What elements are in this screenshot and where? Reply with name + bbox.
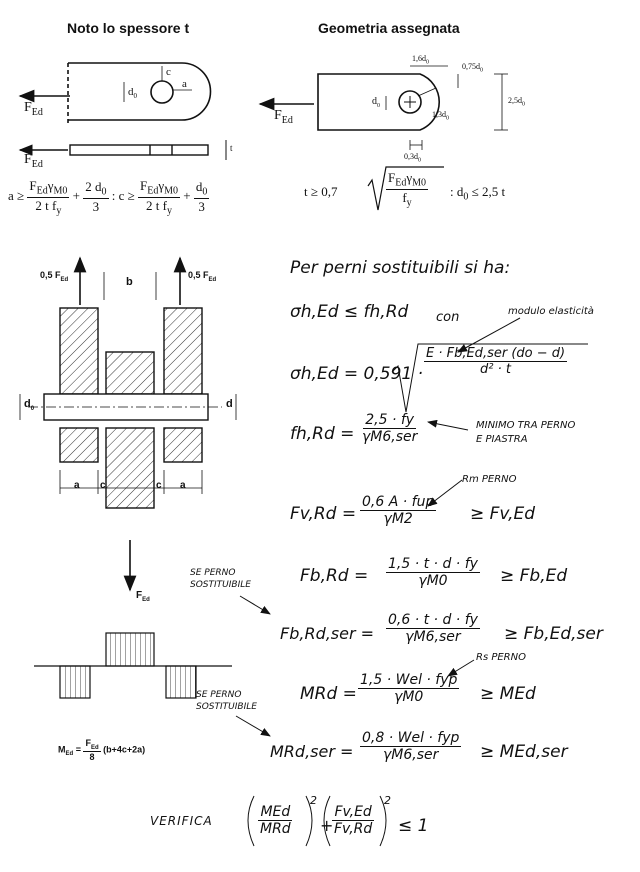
note-eq4-lhs: Fv,Rd = <box>290 504 357 524</box>
note-se-perno-2b: SOSTITUIBILE <box>196 702 257 712</box>
verifica-rhs: ≤ 1 <box>398 816 429 836</box>
sqrt-sign <box>367 166 444 211</box>
pin-d-label: d <box>226 398 233 410</box>
tr-dim-radius: 1,3d0 <box>432 110 449 122</box>
pin-b-label: b <box>126 276 133 288</box>
tr-force-label: FEd <box>274 108 293 126</box>
note-rs-perno: Rs PERNO <box>476 652 526 663</box>
note-eq7-rhs: ≥ MEd <box>480 684 536 704</box>
pin-load-right: 0,5 FEd <box>188 270 217 283</box>
top-left-plate-side <box>18 140 227 160</box>
note-eq2-lhs: σh,Ed = 0,591 · <box>290 364 424 384</box>
tl-force-label-2: FEd <box>24 152 43 170</box>
pin-f-down: FEd <box>136 590 150 603</box>
note-eq7-lhs: MRd = <box>300 684 357 704</box>
note-intro: Per perni sostituibili si ha: <box>290 258 511 278</box>
pin-c-right: c <box>156 480 162 491</box>
note-minimo-2: E PIASTRA <box>476 434 528 445</box>
tl-a-label: a <box>182 78 187 90</box>
pin-diagram <box>19 256 237 592</box>
tr-formula-lhs: t ≥ 0,7 <box>304 184 338 199</box>
tr-dim-d: d0 <box>372 96 380 109</box>
note-eq6-rhs: ≥ Fb,Ed,ser <box>504 624 603 644</box>
note-eq6-lhs: Fb,Rd,ser = <box>280 624 375 643</box>
top-right-dims <box>385 65 508 150</box>
note-minimo-1: MINIMO TRA PERNO <box>476 420 576 431</box>
note-eq3-lhs: fh,Rd = <box>290 424 355 444</box>
note-eq5-lhs: Fb,Rd = <box>300 566 369 586</box>
note-con: con <box>436 310 460 325</box>
pin-a-left: a <box>74 480 80 491</box>
note-modulo: modulo elasticità <box>508 306 594 317</box>
note-arrows <box>235 317 588 847</box>
top-right-title: Geometria assegnata <box>318 20 460 36</box>
note-eq1: σh,Ed ≤ fh,Rd <box>290 302 409 322</box>
tr-dim-bottom: 0,3d0 <box>404 152 421 164</box>
top-left-plate <box>18 62 212 125</box>
moment-diagram <box>34 632 232 699</box>
note-rm-perno: Rm PERNO <box>462 474 517 485</box>
top-left-title: Noto lo spessore t <box>67 20 190 36</box>
pin-d0-label: d0 <box>24 398 35 413</box>
note-eq4-rhs: ≥ Fv,Ed <box>470 504 536 524</box>
pin-c-left: c <box>100 480 106 491</box>
verifica-plus: + <box>320 816 334 835</box>
note-se-perno-1b: SOSTITUIBILE <box>190 580 251 590</box>
verifica-exp-2: 2 <box>384 794 391 807</box>
note-eq2-frac: E · Fb,Ed,ser (do − d)d² · t <box>424 346 568 377</box>
note-eq5-rhs: ≥ Fb,Ed <box>500 566 568 586</box>
tl-d0-label: d0 <box>128 86 137 101</box>
top-left-dims <box>123 66 192 102</box>
note-se-perno-2a: SE PERNO <box>196 690 242 700</box>
note-eq8-lhs: MRd,ser = <box>270 742 354 761</box>
tl-c-label: c <box>166 66 171 78</box>
tr-dim-right: 2,5d0 <box>508 96 525 108</box>
tr-dim-right-top: 0,75d0 <box>462 62 483 74</box>
note-verifica: VERIFICA <box>150 814 213 828</box>
note-se-perno-1a: SE PERNO <box>190 568 236 578</box>
pin-a-right: a <box>180 480 186 491</box>
tl-t-label: t <box>230 143 233 153</box>
pin-load-left: 0,5 FEd <box>40 270 69 283</box>
note-eq8-rhs: ≥ MEd,ser <box>480 742 568 762</box>
tr-formula-rhs: : d0 ≤ 2,5 t <box>450 184 506 203</box>
verifica-exp-1: 2 <box>310 794 317 807</box>
top-right-plate <box>258 73 441 131</box>
tl-force-label: FEd <box>24 100 43 118</box>
tr-dim-top: 1,6d0 <box>412 54 429 66</box>
